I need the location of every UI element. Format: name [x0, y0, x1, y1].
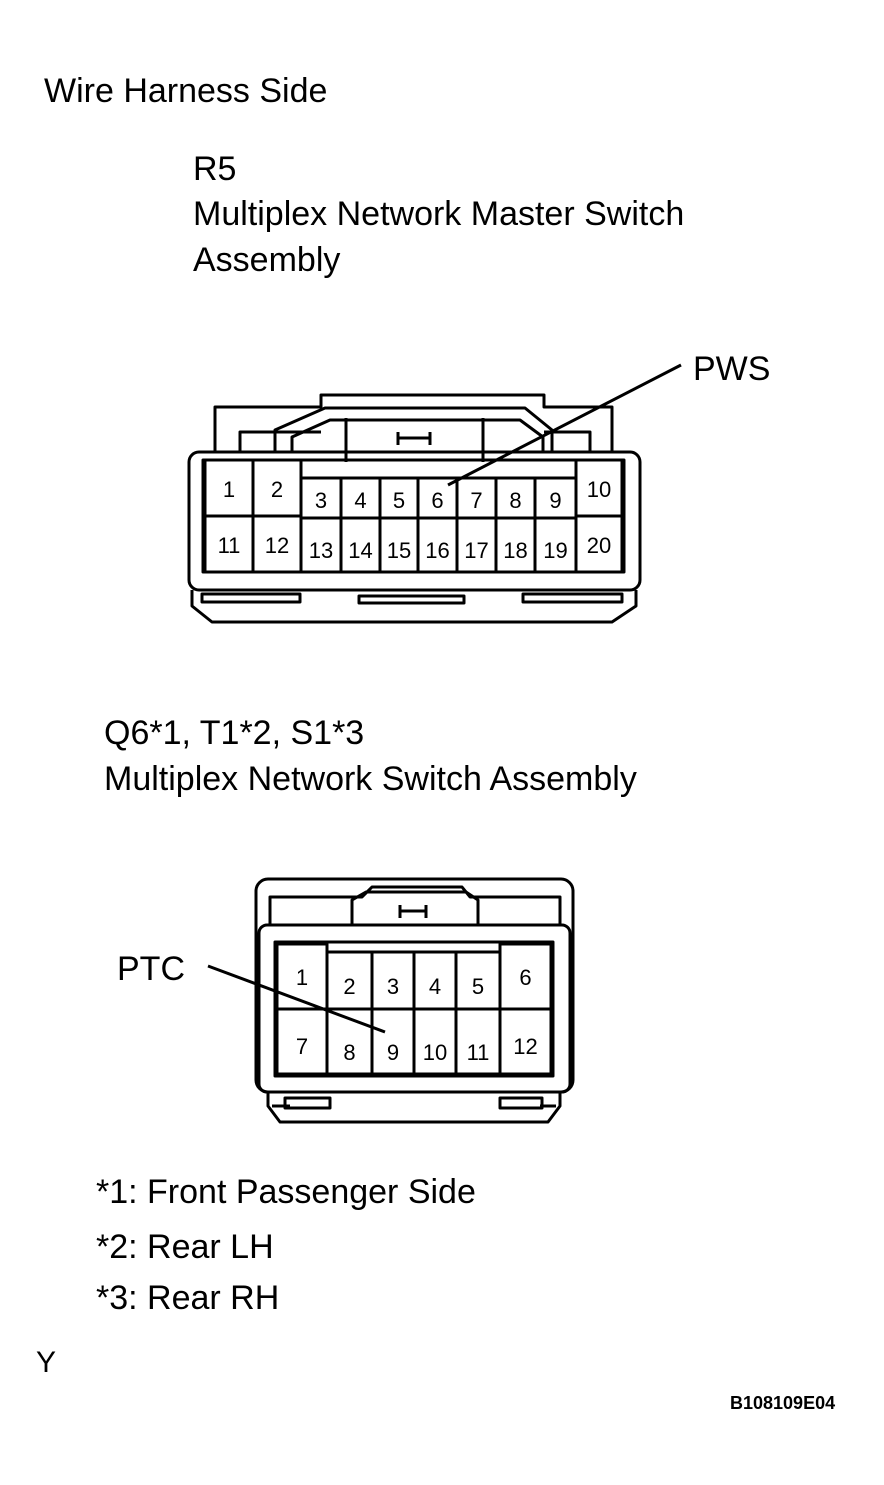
r5-pin-1: 1	[223, 477, 235, 502]
note-rear-lh: *2: Rear LH	[96, 1228, 274, 1266]
r5-pin-3: 3	[315, 488, 327, 513]
note-front-passenger: *1: Front Passenger Side	[96, 1173, 476, 1211]
r5-pin-20: 20	[587, 533, 611, 558]
r5-pin-5: 5	[393, 488, 405, 513]
r5-pin-4: 4	[354, 488, 366, 513]
ptc-callout-label: PTC	[117, 950, 185, 988]
page-marker: Y	[36, 1346, 57, 1379]
q6-pin-1: 1	[296, 965, 308, 990]
r5-pin-14: 14	[348, 538, 372, 563]
r5-pin-12: 12	[265, 533, 289, 558]
q6-pin-10: 10	[423, 1040, 447, 1065]
r5-connector-code: R5	[193, 150, 237, 188]
pws-callout-label: PWS	[693, 350, 770, 388]
q6-pin-labels: 1 7 2 8 3 9 4 10 5 11 6 12	[296, 965, 538, 1065]
q6-pin-3: 3	[387, 974, 399, 999]
r5-pin-19: 19	[543, 538, 567, 563]
q6-pin-11: 11	[467, 1040, 490, 1065]
q6-pin-12: 12	[513, 1034, 537, 1059]
q6-connector-code: Q6*1, T1*2, S1*3	[104, 714, 365, 752]
r5-pin-6: 6	[431, 488, 443, 513]
ptc-leader-line	[207, 964, 386, 1034]
q6-pin-9: 9	[387, 1040, 399, 1065]
q6-connector-housing	[254, 877, 575, 1124]
r5-pin-2: 2	[271, 477, 283, 502]
q6-connector-name: Multiplex Network Switch Assembly	[104, 760, 637, 798]
r5-pin-7: 7	[470, 488, 482, 513]
q6-pin-2: 2	[343, 974, 355, 999]
q6-pin-8: 8	[343, 1040, 355, 1065]
r5-connector-name-line1: Multiplex Network Master Switch	[193, 195, 685, 233]
q6-pin-5: 5	[472, 974, 484, 999]
r5-connector-name-line2: Assembly	[193, 241, 341, 279]
r5-pin-18: 18	[503, 538, 527, 563]
q6-pin-7: 7	[296, 1034, 308, 1059]
q6-pin-4: 4	[429, 974, 441, 999]
r5-pin-15: 15	[387, 538, 411, 563]
r5-pin-11: 11	[218, 533, 241, 558]
page-title: Wire Harness Side	[44, 72, 328, 110]
r5-connector-housing	[187, 393, 642, 624]
r5-pin-16: 16	[425, 538, 449, 563]
r5-pin-17: 17	[464, 538, 488, 563]
q6-pin-6: 6	[519, 965, 531, 990]
q6-pin-grid	[275, 942, 553, 1076]
q6-cavity-12	[498, 1007, 553, 1076]
r5-pin-8: 8	[509, 488, 521, 513]
pws-leader-line	[447, 363, 682, 487]
note-rear-rh: *3: Rear RH	[96, 1279, 280, 1317]
r5-pin-grid	[203, 458, 624, 574]
figure-id: B108109E04	[730, 1393, 836, 1413]
r5-pin-9: 9	[549, 488, 561, 513]
r5-cavity-20	[574, 514, 624, 574]
r5-pin-13: 13	[309, 538, 333, 563]
r5-pin-10: 10	[587, 477, 611, 502]
